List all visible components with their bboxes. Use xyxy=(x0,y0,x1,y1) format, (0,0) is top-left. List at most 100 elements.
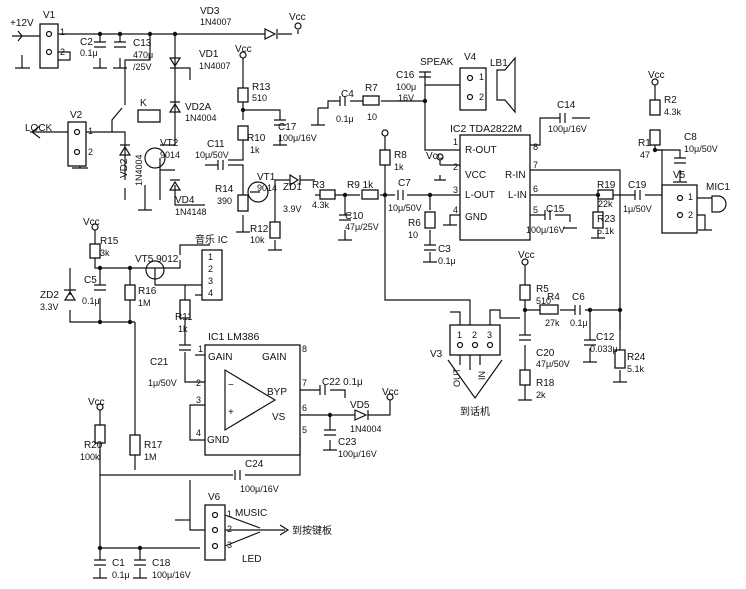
label-components-r23: R23 xyxy=(597,214,616,225)
pin-v2-1 xyxy=(73,128,81,136)
junction-dot xyxy=(522,307,528,313)
label-music-ic: 音乐 IC xyxy=(195,233,228,246)
passives xyxy=(63,22,686,566)
junction-dot xyxy=(342,192,348,198)
label-components-r14_val: 390 xyxy=(217,196,232,206)
resistor-r8 xyxy=(379,149,391,166)
label-components-r10_val: 1k xyxy=(250,145,260,155)
label-components-r4_val: 27k xyxy=(545,318,560,328)
label-pins-n6: 6 xyxy=(302,403,307,413)
label-components-vd5_val: 1N4004 xyxy=(350,424,382,434)
diode-vd3 xyxy=(264,28,278,40)
transistor-vt2 xyxy=(144,147,166,169)
junctions xyxy=(97,31,658,551)
handset-funnel xyxy=(447,359,503,400)
label-components-c22: C22 0.1μ xyxy=(322,377,363,388)
junction-dot xyxy=(172,31,178,37)
capacitor-c17 xyxy=(274,119,286,126)
label-pins-ic1_byp: BYP xyxy=(267,387,287,398)
label-pins-n3: 3 xyxy=(208,276,213,286)
label-components-c21_val: 1μ/50V xyxy=(148,378,177,388)
junction-dot xyxy=(595,192,601,198)
label-labels-vcc: Vcc xyxy=(289,12,306,23)
ground-v1 xyxy=(15,55,30,69)
label-pins-ic1_gain_r: GAIN xyxy=(262,352,286,363)
label-components-c23: C23 xyxy=(338,437,357,448)
label-labels-vcc: Vcc xyxy=(83,217,100,228)
wire-c8 xyxy=(655,149,687,183)
label-to-keyboard: 到按键板 xyxy=(292,524,332,537)
label-pins-n4: 4 xyxy=(208,288,213,298)
label-to-handset: 到话机 xyxy=(460,405,490,418)
label-components-r18: R18 xyxy=(536,378,555,389)
resistor-r4 xyxy=(539,304,559,315)
label-ic1: IC1 LM386 xyxy=(208,331,260,343)
label-components-r4: R4 xyxy=(547,292,560,303)
connector-v3 xyxy=(449,324,501,356)
label-components-r11: R11 xyxy=(175,312,193,323)
label-components-r2: R2 xyxy=(664,95,677,106)
transistor-vt5 xyxy=(145,260,165,280)
wire-c17 xyxy=(243,109,287,146)
wire-c4-r7 xyxy=(318,84,460,109)
vcc-node-4 xyxy=(436,153,444,161)
label-pins-n1: 1 xyxy=(88,126,93,136)
capacitor-c7 xyxy=(397,190,404,200)
label-components-r12: R12 xyxy=(250,224,269,235)
label-components-c12_val: 0.033μ xyxy=(590,344,618,354)
label-pins-n7: 7 xyxy=(533,160,538,170)
label-components-r5: R5 xyxy=(536,284,549,295)
label-v2: V2 xyxy=(70,110,83,121)
label-pins-n2: 2 xyxy=(227,524,232,534)
resistor-r18 xyxy=(519,369,531,386)
label-components-r3_val: 4.3k xyxy=(312,200,330,210)
label-pins-n1: 1 xyxy=(688,192,693,202)
label-pins-ic1_vs: VS xyxy=(272,412,286,423)
label-components-r1: R1 xyxy=(638,138,651,149)
junction-dot xyxy=(147,31,153,37)
label-components-vd3: VD3 xyxy=(200,6,220,17)
wire-vd2 xyxy=(112,131,126,200)
capacitor-c15 xyxy=(544,210,551,220)
label-components-c17: C17 xyxy=(278,122,297,133)
label-pins-plus: + xyxy=(228,407,234,418)
label-components-c24: C24 xyxy=(245,459,264,470)
label-components-r7_val: 10 xyxy=(367,112,377,122)
capacitor-c20 xyxy=(519,334,531,341)
diode-vd2 xyxy=(118,144,132,156)
resistor-r13 xyxy=(237,87,249,103)
label-components-c16_val2: 16V xyxy=(398,93,414,103)
resistor-r1 xyxy=(649,129,661,146)
diode-vd5 xyxy=(354,409,369,421)
wire-c23 xyxy=(323,415,337,451)
label-pins-n4: 4 xyxy=(453,205,458,215)
pin-v6-1 xyxy=(211,511,219,519)
pin-v3-1 xyxy=(456,341,464,349)
capacitor-c24 xyxy=(234,470,241,480)
wire-vcc-ic2 xyxy=(434,164,460,181)
junction-dot xyxy=(97,265,103,271)
pin-v5-1 xyxy=(676,194,684,202)
resistor-r19 xyxy=(597,189,614,200)
pin-v3-2 xyxy=(471,341,479,349)
label-components-vd1: VD1 xyxy=(199,49,219,60)
diode-vd1 xyxy=(168,57,182,69)
label-components-c18_val: 100μ/16V xyxy=(152,570,191,580)
label-components-vt2_val: 9014 xyxy=(160,150,180,160)
plus12v-arrow xyxy=(12,30,40,42)
capacitor-c5 xyxy=(94,284,106,291)
label-components-c14: C14 xyxy=(557,100,576,111)
wire-rout xyxy=(424,101,460,151)
label-components-r24: R24 xyxy=(627,352,646,363)
resistor-r14 xyxy=(237,194,249,212)
pin-v6-2 xyxy=(211,526,219,534)
label-pins-n5: 5 xyxy=(302,425,307,435)
wire-v3-bottom xyxy=(459,355,481,370)
label-components-c10: C10 xyxy=(345,211,364,222)
label-components-v4: V4 xyxy=(464,52,477,63)
resistor-r3 xyxy=(319,189,336,200)
label-components-c2: C2 xyxy=(80,37,93,48)
label-pins-n1: 1 xyxy=(227,509,232,519)
pin-v4-1 xyxy=(466,74,474,82)
